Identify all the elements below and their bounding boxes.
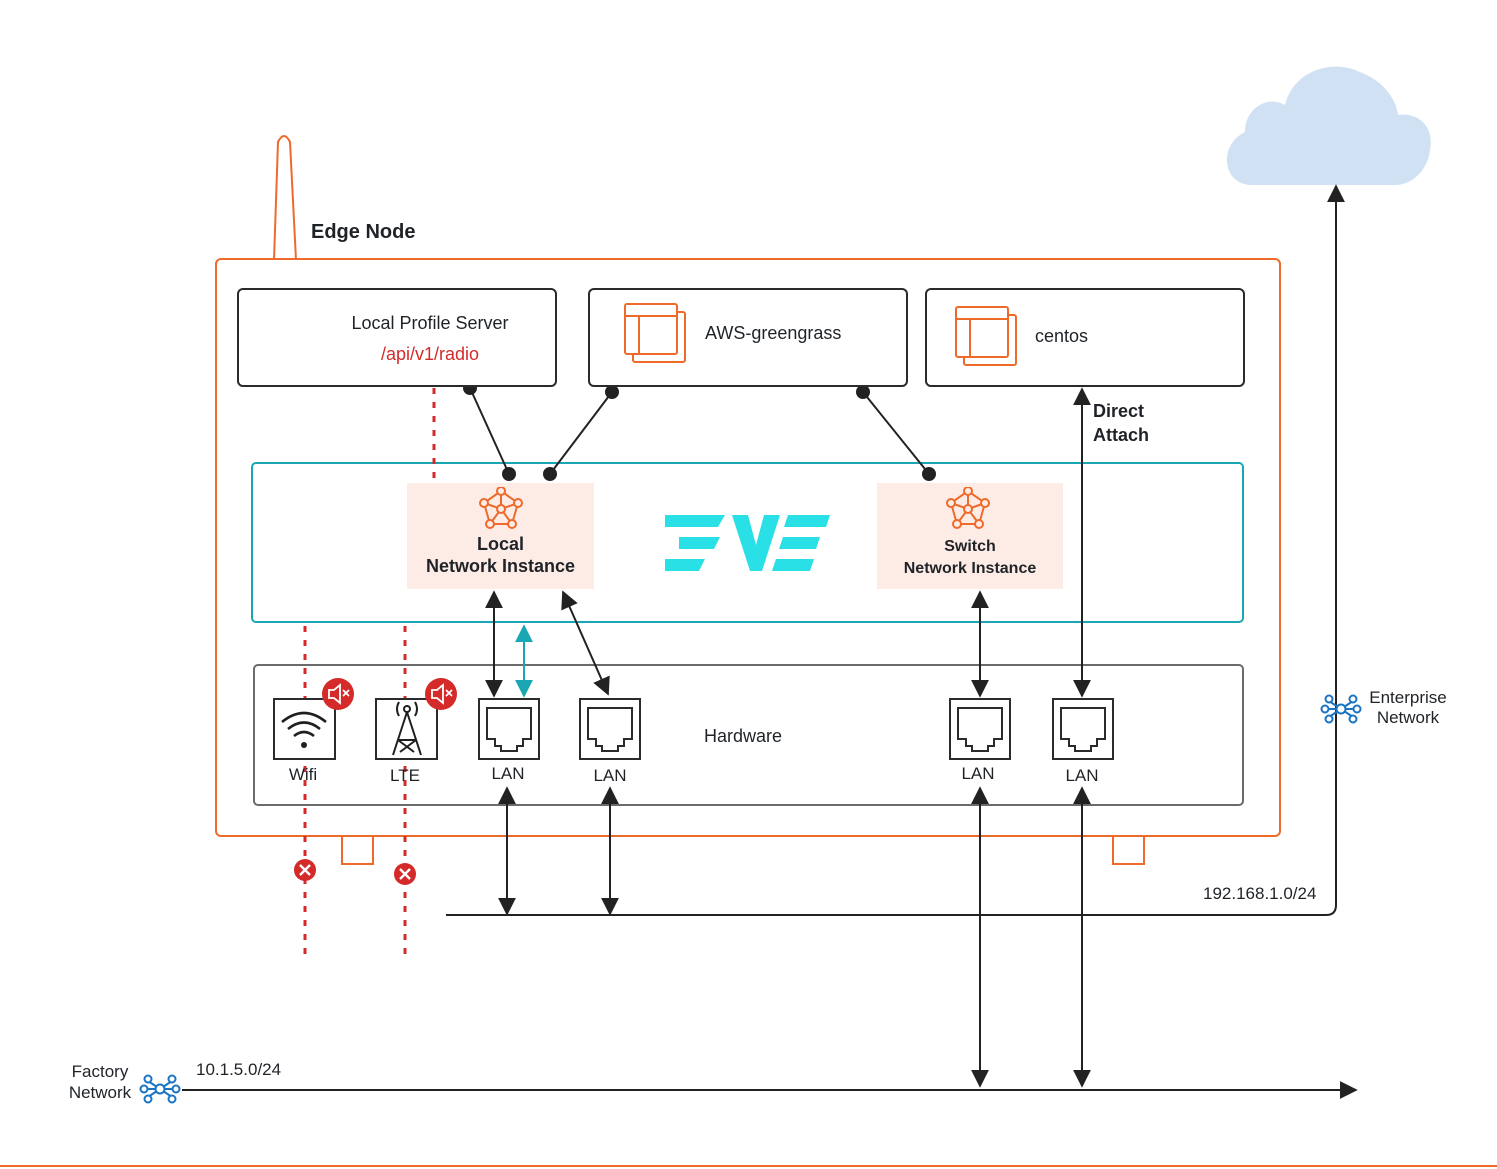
hardware-title: Hardware: [704, 726, 783, 746]
network-hub-icon: [139, 1074, 181, 1104]
ethernet-port-icon: [478, 698, 540, 760]
muted-icon: [321, 677, 355, 711]
factory-network-label-line2: Network: [68, 1083, 132, 1102]
network-instance-icon: [946, 487, 990, 529]
app-name: centos: [1035, 326, 1089, 346]
network-hub-icon: [1320, 694, 1362, 724]
app-name: AWS-greengrass: [705, 323, 842, 343]
hardware-box: [253, 664, 1244, 806]
disabled-links: [303, 388, 436, 955]
app-local-profile-server[interactable]: [237, 288, 557, 387]
antenna: [273, 135, 297, 261]
window-icon: [955, 306, 1017, 366]
port-label-lan: LAN: [491, 764, 525, 783]
ni-label-line2: Network Instance: [425, 556, 576, 576]
enterprise-network-label-line1: Enterprise: [1369, 688, 1447, 707]
ni-label-line2: Network Instance: [903, 560, 1037, 577]
window-icon: [624, 303, 686, 363]
ethernet-port-icon: [949, 698, 1011, 760]
direct-attach-label-line2: Attach: [1093, 425, 1150, 445]
eve-hypervisor-box: [251, 462, 1244, 623]
cloud-icon: [1226, 66, 1431, 185]
ni-port-arrows: [485, 387, 1091, 698]
port-label-lan: LAN: [961, 764, 995, 783]
port-label-lan: LAN: [593, 766, 627, 785]
network-instance-icon: [479, 487, 523, 529]
wifi-icon: [273, 698, 336, 760]
error-x-icon: [292, 857, 318, 883]
edge-node-foot-left: [341, 836, 374, 865]
muted-icon: [424, 677, 458, 711]
app-name: Local Profile Server: [351, 313, 509, 333]
app-connections: [463, 381, 936, 481]
network-links: [182, 184, 1358, 1099]
ethernet-port-icon: [1052, 698, 1114, 760]
factory-subnet: 10.1.5.0/24: [196, 1060, 282, 1079]
port-label-lan: LAN: [1065, 766, 1099, 785]
app-path: /api/v1/radio: [380, 344, 480, 364]
enterprise-subnet: 192.168.1.0/24: [1203, 884, 1317, 903]
port-label-wifi: Wifi: [288, 765, 318, 784]
lte-tower-icon: [375, 698, 438, 760]
factory-network-label-line1: Factory: [71, 1062, 129, 1081]
port-label-lte: LTE: [390, 766, 420, 785]
ni-label-line1: Switch: [944, 538, 996, 555]
error-x-icon: [392, 861, 418, 887]
ethernet-port-icon: [579, 698, 641, 760]
direct-attach-label-line1: Direct: [1093, 401, 1145, 421]
edge-node-title: Edge Node: [311, 221, 416, 243]
edge-node-box: [215, 258, 1281, 837]
ni-label-line1: Local: [476, 534, 524, 554]
enterprise-network-label-line2: Network: [1376, 708, 1440, 727]
switch-network-instance[interactable]: [877, 483, 1063, 589]
eve-logo: [665, 515, 830, 571]
edge-node-foot-right: [1112, 836, 1145, 865]
